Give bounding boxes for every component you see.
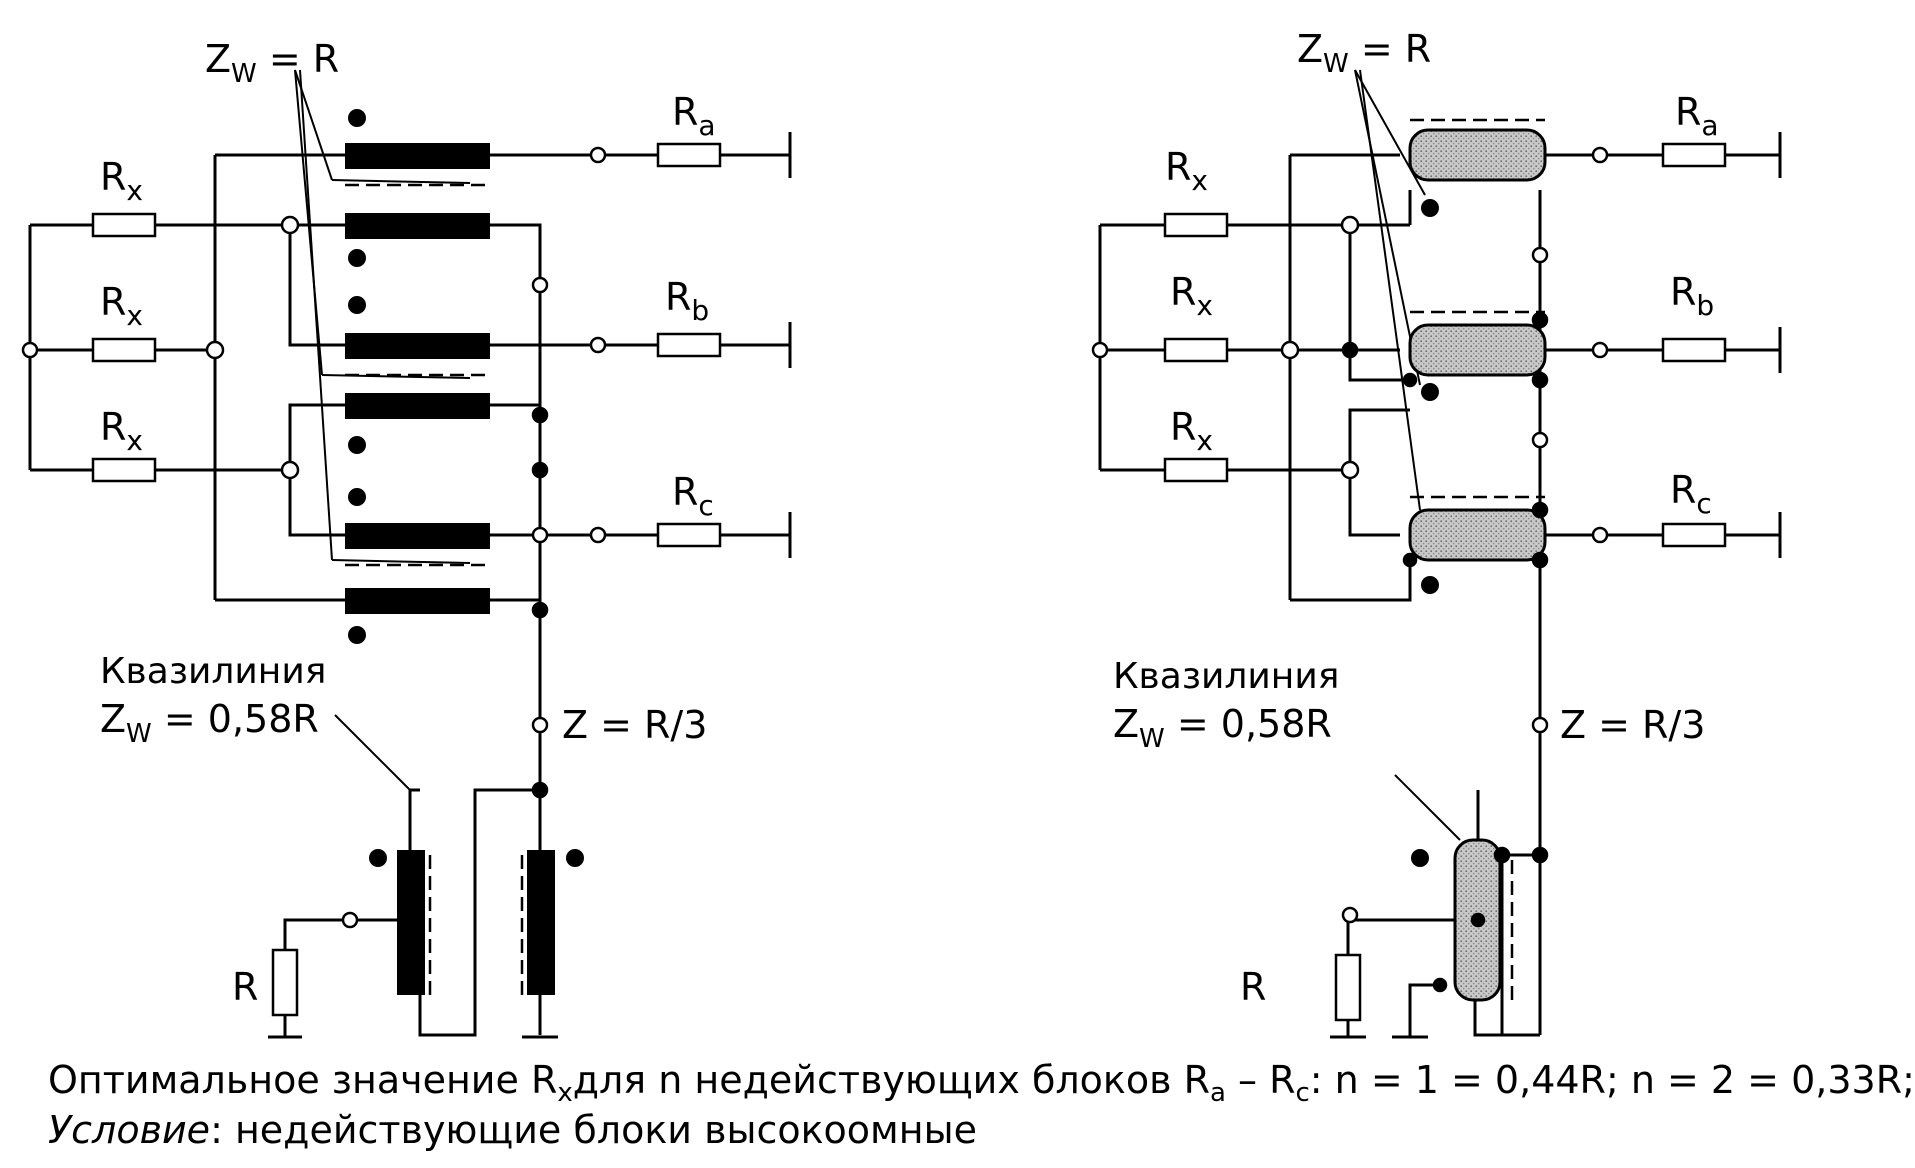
rx-resistor-r3 xyxy=(1163,457,1229,483)
ra-resistor xyxy=(656,142,722,168)
rx-resistor-1 xyxy=(91,212,157,238)
ra-resistor-r xyxy=(1661,142,1727,168)
left-quasi-zw: ZW = 0,58R xyxy=(100,697,319,749)
rb-resistor xyxy=(656,332,722,358)
right-ra-label: Ra xyxy=(1675,90,1719,142)
left-rb-label: Rb xyxy=(665,275,709,327)
circuit-diagram: ZW = R Rx Rx Rx Ra Rb Rc Квазилиния ZW =… xyxy=(21,27,1782,1039)
left-rx-label-1: Rx xyxy=(100,155,143,207)
right-polarity-dots xyxy=(1411,199,1439,867)
right-nodes xyxy=(1091,146,1609,993)
right-rb-label: Rb xyxy=(1670,270,1714,322)
rc-resistor-r xyxy=(1661,522,1727,548)
left-rx-label-3: Rx xyxy=(100,405,143,457)
left-quasi-title: Квазилиния xyxy=(100,651,326,692)
left-zw-top: ZW = R xyxy=(205,37,339,89)
right-rx-label-3: Rx xyxy=(1170,405,1213,457)
right-r-label: R xyxy=(1240,965,1266,1009)
left-transformer-bars xyxy=(345,143,555,995)
right-coax-cylinders xyxy=(1408,128,1547,1002)
caption-sub-a: a xyxy=(1210,1078,1226,1108)
caption-condition-label: Условие xyxy=(48,1108,211,1152)
rx-resistor-r1 xyxy=(1163,212,1229,238)
right-labels: ZW = R Rx Rx Rx Ra Rb Rc Квазилиния ZW =… xyxy=(1113,27,1719,1009)
r-load-resistor xyxy=(271,948,299,1017)
right-rx-label-2: Rx xyxy=(1170,270,1213,322)
left-z-label: Z = R/3 xyxy=(562,703,707,747)
left-circuit xyxy=(28,69,792,1039)
left-labels: ZW = R Rx Rx Rx Ra Rb Rc Квазилиния ZW =… xyxy=(100,37,716,1009)
rx-resistor-3 xyxy=(91,457,157,483)
left-nodes xyxy=(21,146,607,929)
caption-text-1c: – R xyxy=(1225,1058,1296,1102)
left-ra-label: Ra xyxy=(672,90,716,142)
caption-text-1b: для n недействующих блоков R xyxy=(572,1058,1210,1102)
r-load-resistor-r xyxy=(1334,953,1362,1022)
left-rx-label-2: Rx xyxy=(100,280,143,332)
caption-line-2: Условие: недействующие блоки высокоомные xyxy=(48,1108,977,1152)
rc-resistor xyxy=(656,522,722,548)
right-quasi-zw: ZW = 0,58R xyxy=(1113,702,1332,754)
right-rc-label: Rc xyxy=(1670,468,1712,520)
caption-text-1d: : n = 1 = 0,44R; n = 2 = 0,33R; xyxy=(1309,1058,1915,1102)
right-zw-top: ZW = R xyxy=(1297,27,1431,79)
caption-text-1a: Оптимальное значение R xyxy=(48,1058,558,1102)
rx-resistor-r2 xyxy=(1163,337,1229,363)
rx-resistor-2 xyxy=(91,337,157,363)
left-r-label: R xyxy=(232,965,258,1009)
left-polarity-dots xyxy=(348,109,584,867)
right-z-label: Z = R/3 xyxy=(1560,703,1705,747)
caption-condition-text: : недействующие блоки высокоомные xyxy=(210,1108,977,1152)
right-quasi-title: Квазилиния xyxy=(1113,656,1339,697)
caption-sub-c: c xyxy=(1295,1078,1310,1108)
caption-sub-x: x xyxy=(557,1078,573,1108)
right-rx-label-1: Rx xyxy=(1165,145,1208,197)
caption-line-1: Оптимальное значение Rxдля n недействующ… xyxy=(48,1058,1915,1108)
left-rc-label: Rc xyxy=(672,470,714,522)
rb-resistor-r xyxy=(1661,337,1727,363)
